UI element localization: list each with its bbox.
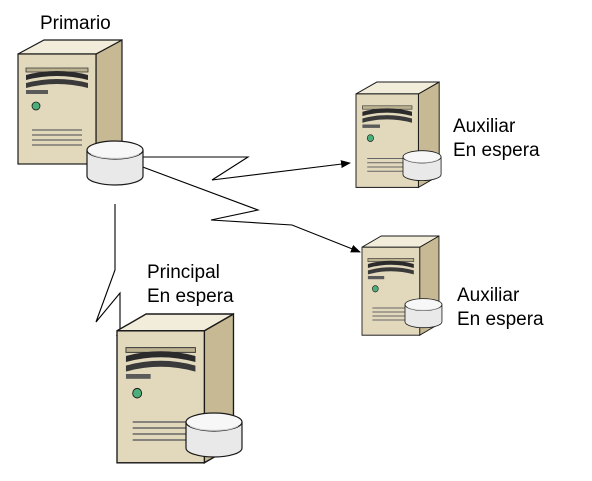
auxiliary-standby-1-label-line1: Auxiliar bbox=[453, 116, 516, 137]
link-primary-to-auxiliary-1 bbox=[136, 156, 351, 181]
primary-label-text: Primario bbox=[40, 13, 111, 34]
auxiliary-standby-2-label-line2: En espera bbox=[457, 309, 544, 330]
link-primary-to-principal bbox=[95, 204, 124, 345]
auxiliary-standby-1-label: Auxiliar En espera bbox=[453, 115, 540, 163]
auxiliary-standby-2-label: Auxiliar En espera bbox=[457, 284, 544, 332]
auxiliary-standby-1-label-line2: En espera bbox=[453, 140, 540, 161]
principal-standby-label: Principal En espera bbox=[147, 261, 234, 309]
link-primary-to-auxiliary-2 bbox=[139, 165, 361, 253]
auxiliary-standby-1-disk-icon bbox=[402, 150, 442, 182]
auxiliary-standby-2-disk-icon bbox=[404, 298, 443, 329]
principal-standby-label-line1: Principal bbox=[147, 262, 220, 283]
auxiliary-standby-2-label-line1: Auxiliar bbox=[457, 285, 520, 306]
principal-standby-disk-icon bbox=[185, 412, 243, 458]
primary-disk-icon bbox=[86, 140, 144, 186]
primary-label: Primario bbox=[40, 12, 111, 36]
principal-standby-label-line2: En espera bbox=[147, 286, 234, 307]
